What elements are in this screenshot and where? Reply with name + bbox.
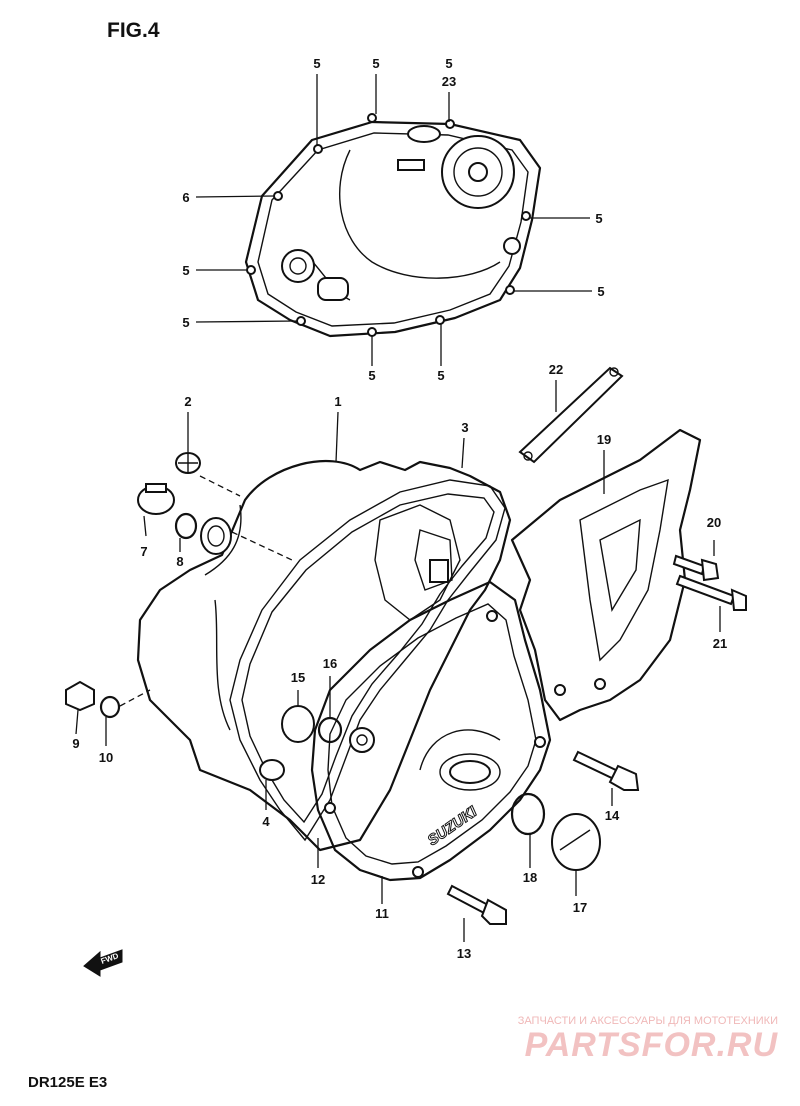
callout-5: 5 (595, 211, 602, 226)
callout-2: 2 (184, 394, 191, 409)
callout-5: 5 (437, 368, 444, 383)
oil-seal (200, 517, 232, 555)
callout-18: 18 (523, 870, 537, 885)
callout-14: 14 (605, 808, 620, 823)
callout-11: 11 (375, 906, 389, 921)
plate-22 (518, 366, 624, 464)
model-code: DR125E E3 (28, 1074, 107, 1091)
cap-2 (175, 452, 201, 474)
lower-leaders (75, 380, 721, 942)
callout-5: 5 (445, 56, 452, 71)
bolt-20 (672, 554, 720, 582)
top-leaders (195, 74, 592, 366)
o-ring-18 (510, 792, 546, 836)
bolt-14 (572, 750, 640, 791)
bolt-13 (446, 884, 507, 925)
callout-13: 13 (457, 946, 471, 961)
oil-filler-cap-7 (137, 483, 175, 515)
figure-title: FIG.4 (107, 19, 160, 42)
washer-10 (99, 695, 121, 719)
callout-5: 5 (597, 284, 604, 299)
callout-5: 5 (182, 263, 189, 278)
callout-5: 5 (313, 56, 320, 71)
callout-10: 10 (99, 750, 113, 765)
callout-3: 3 (461, 420, 468, 435)
callout-8: 8 (176, 554, 183, 569)
callout-22: 22 (549, 362, 563, 377)
o-ring-8 (174, 512, 198, 540)
callout-17: 17 (573, 900, 587, 915)
bolt-21 (675, 574, 747, 611)
callout-20: 20 (707, 515, 721, 530)
sprocket-cover (510, 428, 702, 722)
generator-cover: SUZUKI (310, 580, 552, 882)
callout-4: 4 (262, 814, 270, 829)
callout-21: 21 (713, 636, 727, 651)
clutch-cover (244, 113, 542, 338)
plug-9 (65, 680, 95, 712)
callout-16: 16 (323, 656, 337, 671)
callout-5: 5 (372, 56, 379, 71)
fwd-arrow-icon: FWD (83, 949, 123, 977)
callout-19: 19 (597, 432, 611, 447)
callout-23: 23 (442, 74, 456, 89)
callouts: 5 5 5 23 6 5 5 5 5 5 5 1 2 3 22 19 20 21… (72, 56, 727, 961)
callout-12: 12 (311, 872, 325, 887)
gasket (229, 479, 506, 842)
callout-5: 5 (368, 368, 375, 383)
dowel-4 (259, 759, 285, 781)
callout-1: 1 (334, 394, 341, 409)
callout-15: 15 (291, 670, 305, 685)
callout-5: 5 (182, 315, 189, 330)
watermark: ЗАПЧАСТИ И АКСЕССУАРЫ ДЛЯ МОТОТЕХНИКИ PA… (518, 1015, 779, 1064)
cap-17 (551, 813, 601, 871)
watermark-tagline: ЗАПЧАСТИ И АКСЕССУАРЫ ДЛЯ МОТОТЕХНИКИ (518, 1015, 778, 1027)
plug-15 (281, 705, 315, 743)
watermark-brand: PARTSFOR.RU (525, 1026, 779, 1064)
callout-6: 6 (182, 190, 189, 205)
callout-9: 9 (72, 736, 79, 751)
crankcase (136, 460, 512, 852)
callout-7: 7 (140, 544, 147, 559)
